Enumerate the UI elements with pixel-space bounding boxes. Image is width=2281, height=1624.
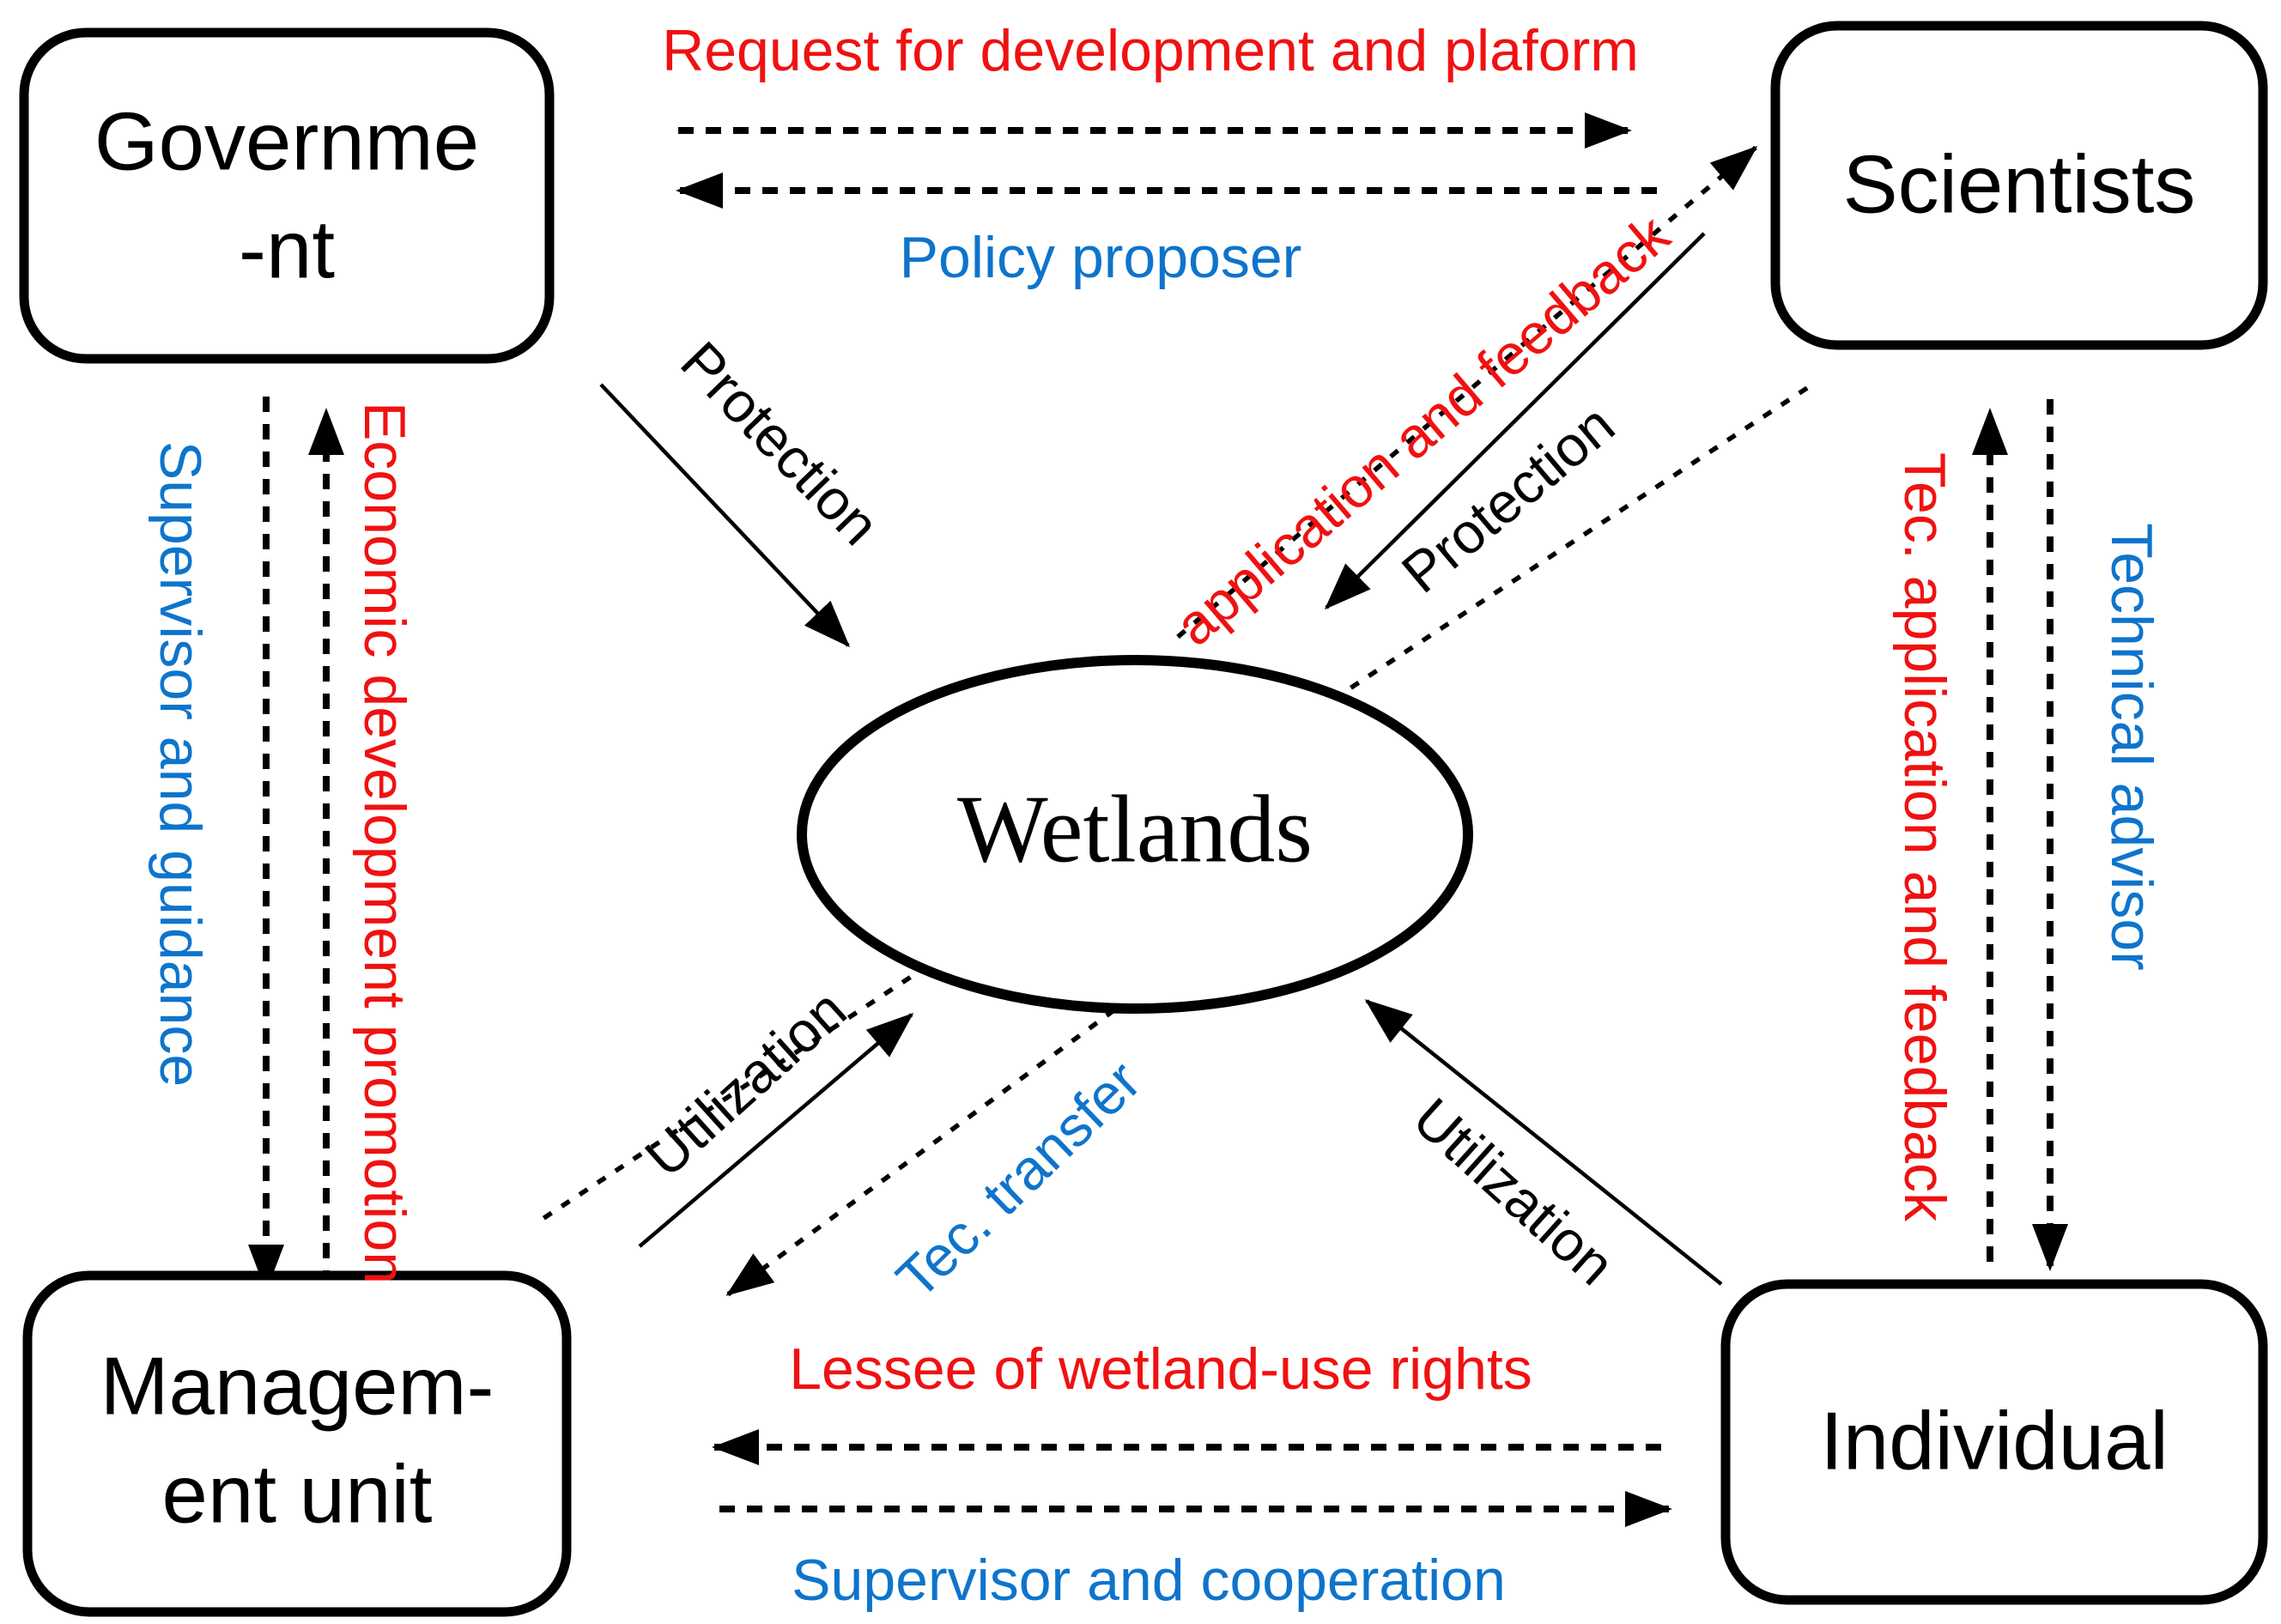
government-label-line1: Governme — [94, 95, 479, 187]
edge-label-technical-advisor: Technical advisor — [2099, 523, 2164, 971]
individual-label: Individual — [1820, 1395, 2169, 1487]
edge-label-protection-government: Protection — [669, 330, 892, 557]
node-individual — [1720, 1279, 2268, 1605]
scientists-label: Scientists — [1843, 138, 2196, 230]
arrow-protection-scientists — [1324, 232, 1706, 610]
arrow-protection-government — [599, 383, 851, 648]
node-wetlands — [797, 655, 1473, 1014]
management-label-line1: Managem- — [100, 1340, 494, 1432]
edge-label-economic-promotion: Economic development promotion — [352, 402, 417, 1284]
edge-label-request-development: Request for development and plaform — [662, 18, 1639, 83]
edge-label-supervisor-guidance: Supervisor and guidance — [148, 441, 213, 1087]
arrow-utilization-individual — [1364, 999, 1723, 1286]
arrow-application-feedback — [1176, 145, 1758, 639]
government-label-line2: -nt — [239, 203, 335, 295]
edge-label-supervisor-cooperation: Supervisor and cooperation — [792, 1548, 1506, 1613]
wetlands-label: Wetlands — [957, 777, 1313, 883]
edge-label-lessee: Lessee of wetland-use rights — [789, 1336, 1532, 1402]
edge-label-policy-proposer: Policy proposer — [900, 225, 1302, 290]
node-government — [19, 27, 555, 364]
node-management-unit — [22, 1270, 572, 1617]
edge-label-tec-application-feedback: Tec. application and feedback — [1892, 452, 1957, 1222]
management-label-line2: ent unit — [162, 1448, 433, 1540]
node-scientists — [1770, 21, 2268, 350]
edge-label-tec-transfer: Tec. transfer — [884, 1048, 1153, 1310]
arrow-utilization-management — [638, 1013, 914, 1248]
